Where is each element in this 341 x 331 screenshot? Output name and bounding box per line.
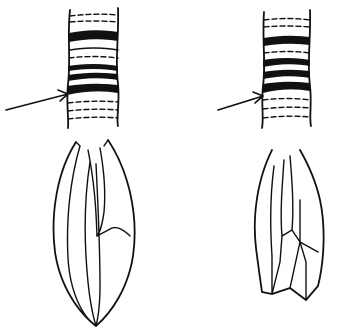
dashed-band	[68, 117, 118, 119]
dark-band	[263, 70, 310, 79]
dark-band	[69, 30, 118, 42]
column-left-edge	[262, 12, 264, 128]
inner-lobe-line	[272, 236, 282, 294]
inner-lobe-line	[96, 164, 100, 326]
dark-band	[264, 36, 310, 46]
dashed-band	[69, 57, 118, 59]
dark-band	[67, 84, 118, 95]
banded-structure-left	[6, 8, 119, 128]
banded-structure-right	[218, 10, 311, 128]
pointed-body-right	[255, 150, 324, 300]
dashed-band	[263, 99, 310, 101]
dashed-band	[68, 101, 118, 103]
inner-lobe-line	[85, 162, 96, 326]
inner-lobe-line	[281, 160, 284, 236]
dashed-band	[264, 52, 310, 54]
pointed-body-left	[54, 140, 135, 326]
outer-outline	[255, 150, 324, 300]
dashed-band	[70, 21, 118, 22]
inner-lobe-line	[290, 156, 293, 230]
solid-band	[70, 48, 118, 50]
inner-lobe-line	[290, 200, 300, 288]
dark-band	[68, 64, 118, 71]
inner-lobe-line	[300, 242, 306, 300]
outer-outline	[54, 140, 135, 326]
dashed-band	[70, 14, 118, 16]
dashed-band	[264, 19, 310, 21]
tip-mark	[76, 140, 108, 146]
dashed-band	[263, 116, 310, 118]
inner-lobe-line	[271, 166, 274, 294]
arrow-right	[218, 92, 263, 110]
arrow-left	[6, 90, 68, 110]
dashed-band	[263, 107, 310, 109]
cross-line	[97, 227, 130, 236]
dark-band	[68, 73, 118, 81]
dark-band	[263, 58, 310, 67]
dashed-band	[264, 26, 310, 27]
dark-band	[263, 82, 310, 93]
dashed-band	[68, 109, 118, 111]
